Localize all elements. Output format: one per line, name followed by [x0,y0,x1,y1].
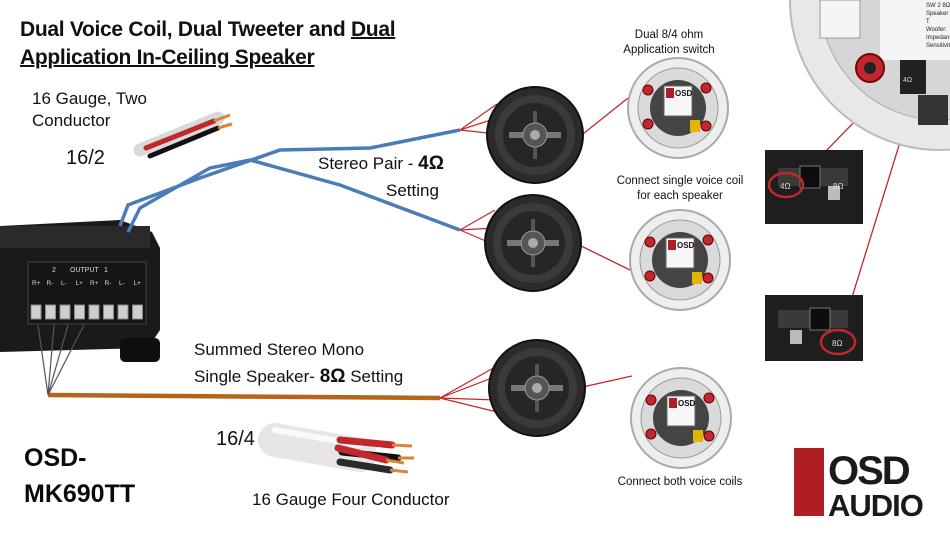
switch-4ohm-label: 4Ω [780,182,790,191]
page-title: Dual Voice Coil, Dual Tweeter and Dual A… [20,16,396,72]
switch-note-line1: Dual 8/4 ohm [634,29,704,41]
model-line2: MK690TT [24,480,136,508]
amp-terminal-label: R+ [90,280,99,287]
amp-terminal-screw [117,304,129,320]
switch-closeup-8ohm [765,295,863,361]
wire-bottom-caption: 16 Gauge Four Conductor [252,490,450,509]
amp-terminal-screw [88,304,100,320]
model-line1: OSD- [24,444,87,472]
title-line1-b: Dual [350,18,396,41]
switch-8ohm-small-label: 8Ω [833,182,843,191]
front-speaker [484,194,582,292]
mono-line1: Summed Stereo Mono [194,340,365,359]
spec-line: Sensitivity [926,43,950,49]
model-name: OSD- MK690TT [24,440,135,512]
osd-audio-logo: OSD AUDIO [794,448,924,523]
svg-text:OSD: OSD [828,449,910,493]
amp-terminal-screw [59,304,71,320]
amp-terminal-label: R+ [32,280,41,287]
spec-line: Speaker T [926,11,949,25]
wire-bottom-gauge: 16/4 [216,428,255,450]
single-coil-note: Connect single voice coil for each speak… [600,174,760,204]
stereo-ohm: 4Ω [418,153,444,174]
amp-ch1-label: 1 [104,267,108,274]
wire-top-gauge: 16/2 [66,147,105,169]
amp-terminal-label: L+ [76,280,84,287]
amp-output-label: OUTPUT [70,267,100,274]
back-speaker: OSD [630,367,732,469]
amp-terminal-screw [74,304,85,320]
back-speaker: OSD [627,57,729,159]
amp-terminal-label: R- [47,280,54,287]
wire-top-line1: 16 Gauge, Two [32,89,147,108]
mono-ohm: 8Ω [319,366,346,387]
stereo-pair-label: Stereo Pair - 4Ω [318,153,444,175]
amp-terminal-screw [132,304,143,320]
speaker-brand-label: OSD [675,89,693,98]
mono-wire [47,392,441,401]
single-coil-line1: Connect single voice coil [616,175,744,187]
amplifier: 2 OUTPUT 1 R+ R- L- L+ R+ R- L- L+ [0,220,160,362]
front-speaker [488,339,586,437]
amp-ch2-label: 2 [52,267,56,274]
front-speaker [486,86,584,184]
amp-leads [37,324,85,396]
corner-4ohm-label: 4Ω [903,77,912,84]
spec-line: Impedanc [926,35,950,41]
wire-top-desc: 16 Gauge, Two Conductor [32,88,147,132]
svg-text:AUDIO: AUDIO [828,488,923,523]
amp-terminal-screw [45,304,56,320]
switch-note-line2: Application switch [623,44,715,56]
spec-line: SW 2 8Ω [926,3,950,9]
switch-note: Dual 8/4 ohm Application switch [610,28,728,58]
speaker-detail-corner [789,0,950,151]
amp-terminal-screw [30,304,42,320]
stereo-prefix: Stereo Pair - [318,154,419,173]
single-coil-line2: for each speaker [637,190,723,202]
speaker-brand-label: OSD [678,399,696,408]
four-conductor-cable [258,423,414,474]
amp-terminal-label: L+ [134,280,142,287]
switch-closeup-4ohm [765,150,863,224]
mono-prefix: Single Speaker- [194,367,320,386]
title-line2: Application In-Ceiling Speaker [20,46,315,69]
two-conductor-cable [133,111,233,159]
stereo-wires [118,128,461,233]
wire-top-line2: Conductor [32,111,111,130]
amp-terminal-label: L- [61,280,67,287]
mono-line2: Single Speaker- 8Ω Setting [194,366,403,388]
amp-terminal-label: L- [119,280,125,287]
stereo-setting: Setting [386,181,439,200]
mono-suffix: Setting [345,367,404,386]
switch-8ohm-label: 8Ω [832,339,842,348]
both-coils-note: Connect both voice coils [617,476,743,488]
back-speaker: OSD [629,209,731,311]
mono-wire-fans [439,365,498,413]
amp-terminal-screw [103,304,114,320]
amp-terminal-label: R- [105,280,112,287]
speaker-brand-label: OSD [677,241,695,250]
spec-line: Woofer: [926,27,947,33]
title-line1-a: Dual Voice Coil, Dual Tweeter and [20,18,351,41]
